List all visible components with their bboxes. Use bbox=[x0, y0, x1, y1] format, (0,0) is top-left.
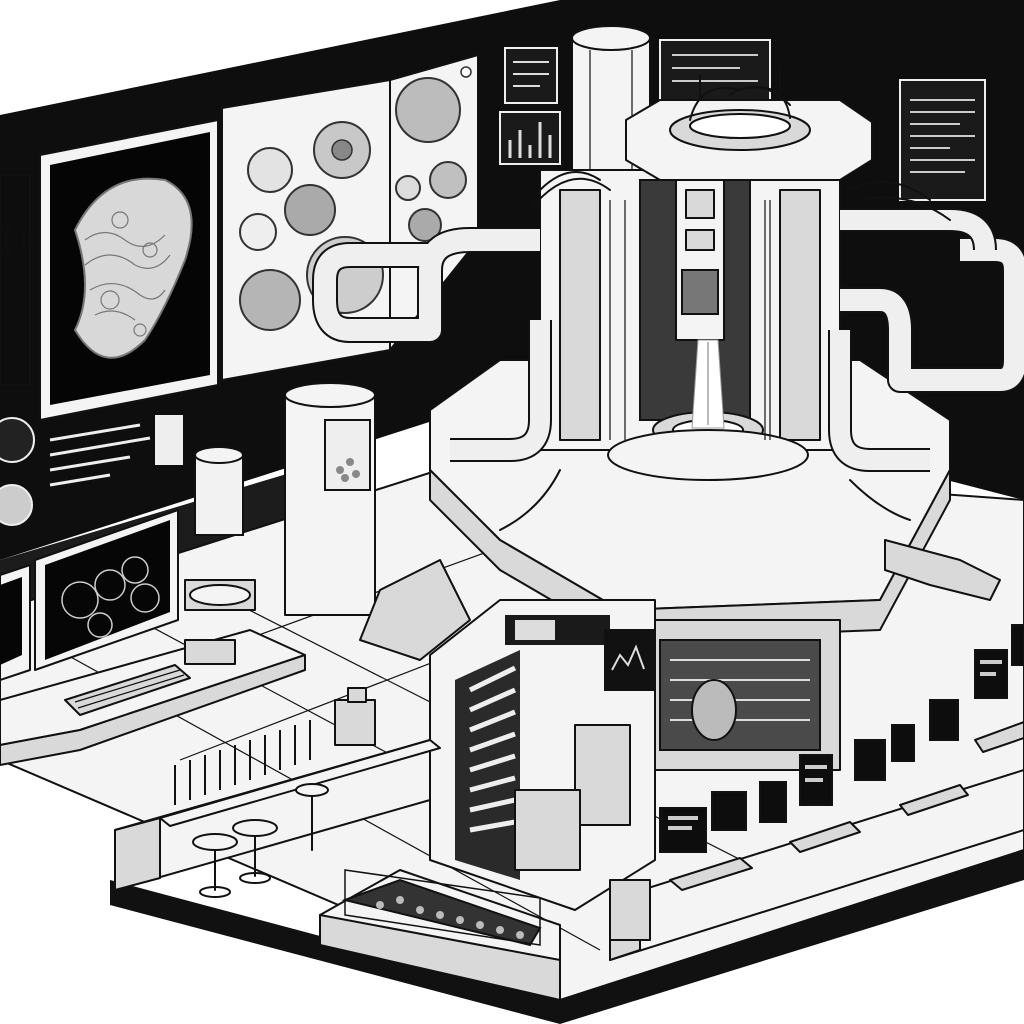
energy-beam-icon bbox=[691, 339, 725, 429]
wall-display-right bbox=[899, 79, 986, 201]
left-apparatus bbox=[184, 382, 1001, 661]
front-bench bbox=[114, 687, 441, 891]
glass-jar bbox=[194, 454, 244, 536]
wall-monitor bbox=[504, 47, 558, 104]
stool-icon bbox=[192, 783, 329, 898]
round-gauge bbox=[0, 417, 35, 463]
side-panel bbox=[0, 174, 31, 386]
monitor-console-icon bbox=[0, 509, 306, 766]
robot-arm bbox=[359, 559, 471, 661]
floor-slab-right bbox=[560, 850, 1024, 1024]
desk-monitor-screen bbox=[45, 520, 170, 660]
staircase-icon bbox=[429, 599, 656, 911]
wall-display-top bbox=[659, 39, 771, 101]
reactor-core-icon bbox=[312, 69, 1024, 771]
specimen-tray-icon bbox=[319, 869, 561, 1001]
monitor-row-icon bbox=[514, 624, 1024, 961]
reactor-platform-edge bbox=[429, 469, 951, 641]
pin-icon bbox=[460, 66, 472, 78]
cell-micrograph-icon bbox=[73, 177, 193, 359]
round-gauge bbox=[0, 484, 33, 526]
side-panel-trace bbox=[4, 219, 26, 261]
screen-side-tab bbox=[155, 415, 183, 465]
left-wall-screens bbox=[0, 54, 479, 526]
wall-panels bbox=[499, 39, 986, 201]
floor-slab-left bbox=[110, 880, 560, 1024]
screen-text-lines bbox=[49, 423, 151, 487]
cell-clusters-icon bbox=[239, 77, 467, 331]
robot-arm-right bbox=[884, 539, 1001, 601]
